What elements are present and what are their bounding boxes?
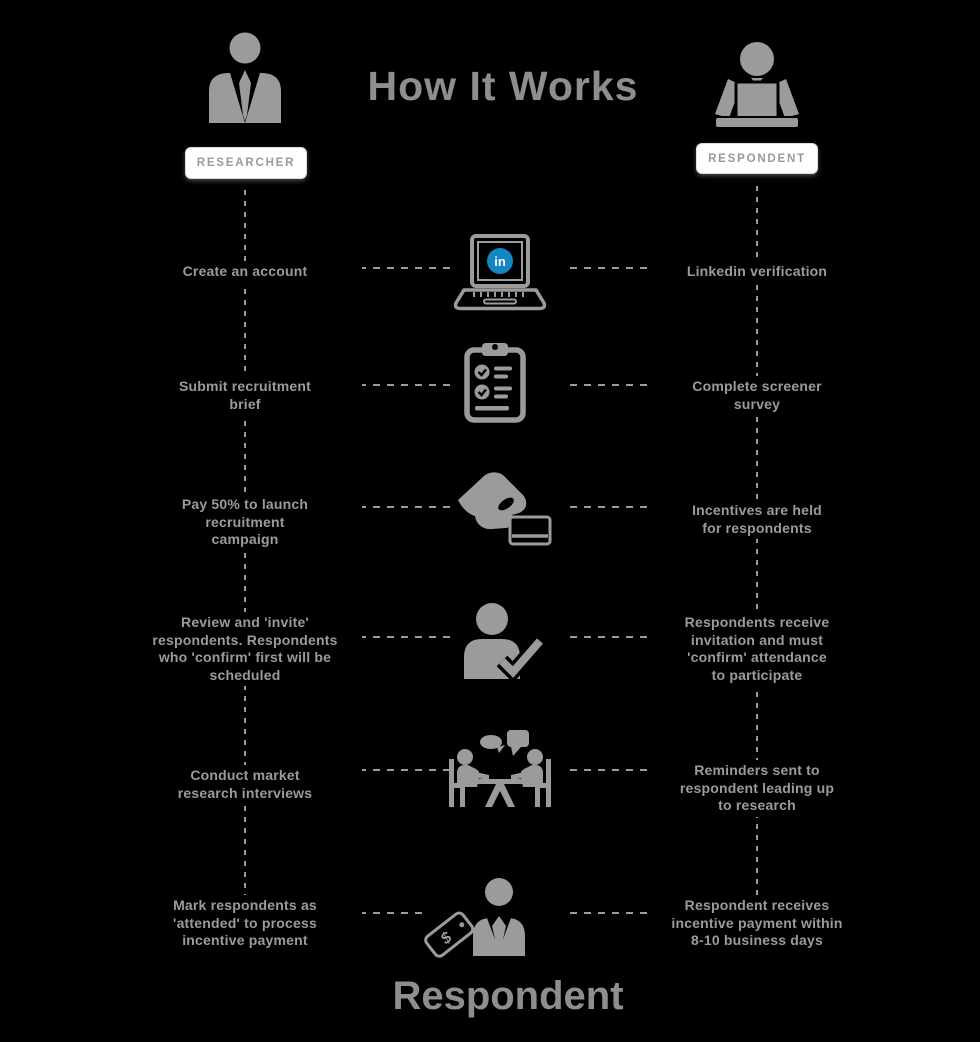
connector-right-4 — [570, 636, 678, 638]
respondent-timeline — [756, 186, 758, 946]
researcher-role-label: RESEARCHER — [196, 157, 296, 169]
page-title: How It Works — [367, 63, 639, 109]
researcher-avatar-icon — [209, 32, 281, 123]
researcher-timeline — [244, 190, 246, 946]
step2-respondent-text: Complete screener survey — [647, 376, 867, 415]
connector-left-6 — [345, 912, 425, 914]
connector-left-5 — [345, 769, 450, 771]
laptop-linkedin-icon: in — [453, 234, 547, 311]
connector-right-2 — [570, 384, 678, 386]
connector-left-1 — [345, 267, 450, 269]
person-confirm-icon — [464, 603, 546, 683]
step2-researcher-text: Submit recruitment brief — [128, 376, 362, 415]
step5-respondent-text: Reminders sent to respondent leading up … — [647, 760, 867, 817]
step4-researcher-text: Review and 'invite' respondents. Respond… — [128, 612, 362, 686]
hand-credit-card-icon — [458, 472, 552, 546]
connector-right-5 — [570, 769, 678, 771]
connector-right-6 — [570, 912, 678, 914]
connector-right-1 — [570, 267, 678, 269]
step1-researcher-text: Create an account — [128, 261, 362, 283]
step3-respondent-text: Incentives are held for respondents — [647, 500, 867, 539]
step4-respondent-text: Respondents receive invitation and must … — [647, 612, 867, 686]
step6-researcher-text: Mark respondents as 'attended' to proces… — [128, 895, 362, 952]
clipboard-checklist-icon — [464, 343, 526, 423]
step5-researcher-text: Conduct market research interviews — [128, 765, 362, 804]
connector-left-4 — [345, 636, 450, 638]
researcher-role-badge: RESEARCHER — [185, 147, 307, 179]
respondent-role-label: RESPONDENT — [708, 152, 806, 165]
connector-left-2 — [345, 384, 450, 386]
person-price-tag-icon: $ — [424, 878, 525, 958]
respondent-logo: Respondent — [392, 974, 624, 1018]
linkedin-in-glyph: in — [494, 254, 506, 269]
step1-respondent-text: Linkedin verification — [647, 261, 867, 283]
meeting-interview-icon — [449, 730, 551, 807]
connector-right-3 — [570, 506, 678, 508]
respondent-role-badge: RESPONDENT — [696, 143, 818, 174]
respondent-avatar-icon — [714, 42, 800, 129]
step3-researcher-text: Pay 50% to launch recruitment campaign — [128, 494, 362, 551]
step6-respondent-text: Respondent receives incentive payment wi… — [647, 895, 867, 952]
connector-left-3 — [345, 506, 450, 508]
